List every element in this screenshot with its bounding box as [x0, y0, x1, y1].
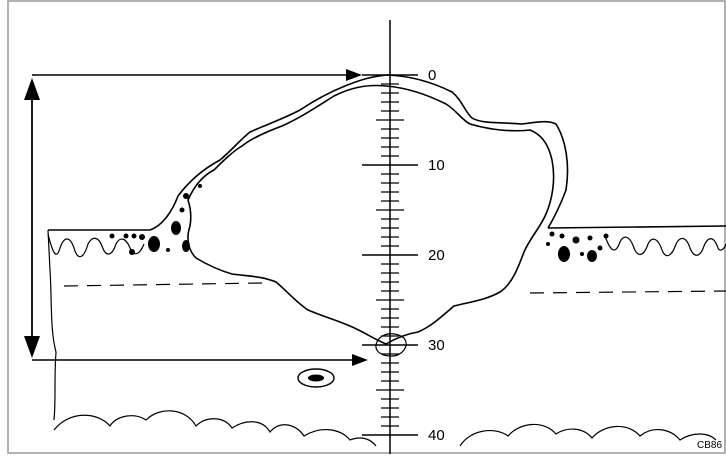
tumor-mass-contour	[187, 84, 555, 345]
thickness-arrowhead-down	[24, 336, 40, 358]
tissue-edge-left	[47, 229, 57, 421]
pigment-cluster-left	[109, 184, 202, 255]
pigment-dot	[597, 245, 603, 251]
top-arrowhead	[346, 69, 362, 81]
dermis-boundary-right	[529, 290, 726, 294]
pigment-dot	[171, 221, 181, 235]
pigment-dot	[148, 236, 160, 252]
scale-label-10: 10	[428, 157, 445, 174]
scale-label-0: 0	[428, 67, 436, 84]
pigment-dot	[549, 231, 555, 237]
scale-label-40: 40	[428, 427, 445, 444]
scale-label-20: 20	[428, 247, 445, 264]
pigment-dot	[179, 207, 185, 213]
pigment-dot	[546, 242, 550, 246]
skin-surface-right	[547, 225, 726, 229]
scale-label-30: 30	[428, 337, 445, 354]
pigment-dot	[572, 236, 580, 244]
pigment-dot	[198, 184, 202, 188]
pigment-dot	[587, 250, 597, 262]
bottom-arrowhead	[352, 354, 368, 366]
pigment-dot	[129, 249, 135, 255]
frame-border	[7, 0, 726, 454]
pigment-cluster-right	[546, 231, 609, 262]
pigment-dot	[182, 240, 190, 252]
pigment-dot	[558, 246, 570, 262]
pigment-dot	[123, 233, 129, 239]
dermal-vessel	[297, 368, 335, 388]
thickness-arrowhead-up	[24, 78, 40, 100]
scale-ticks	[362, 74, 418, 436]
fat-lobules-right	[459, 423, 717, 447]
dermis-boundary-left	[63, 282, 263, 287]
rete-ridges-right	[604, 235, 726, 257]
figure-code: CB86	[697, 440, 722, 451]
pigment-dot	[587, 235, 593, 241]
skin-surface-left	[48, 195, 179, 231]
pigment-dot	[109, 233, 115, 239]
pigment-dot	[603, 233, 609, 239]
lesion-outer-contour	[177, 74, 569, 229]
rete-ridges-left	[47, 233, 145, 258]
pigment-dot	[559, 233, 565, 239]
fat-lobules-left	[53, 410, 377, 447]
pigment-dot	[183, 193, 189, 199]
pigment-dot	[166, 248, 170, 252]
pigment-dot	[131, 233, 137, 239]
pigment-dot	[580, 252, 584, 256]
pigment-dot	[139, 234, 145, 240]
